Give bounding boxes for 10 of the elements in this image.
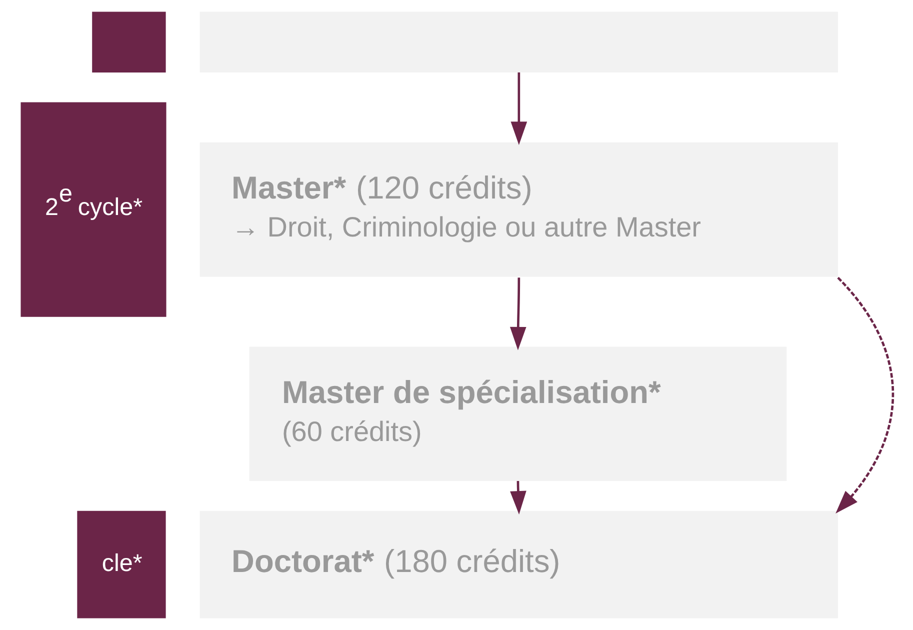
arrow [510,72,527,145]
arrow [509,278,526,350]
node-box [199,12,838,72]
node-box: Master* (120 crédits) → Droit, Criminologie ou autre Master [199,142,838,277]
node-box: cle* [76,510,166,618]
arrow [510,481,526,514]
arrow [835,276,894,514]
node-box [92,12,166,72]
node-box: Doctorat* (180 crédits) [199,510,838,618]
node-box: Master de spécialisation* (60 crédits) [248,346,786,482]
